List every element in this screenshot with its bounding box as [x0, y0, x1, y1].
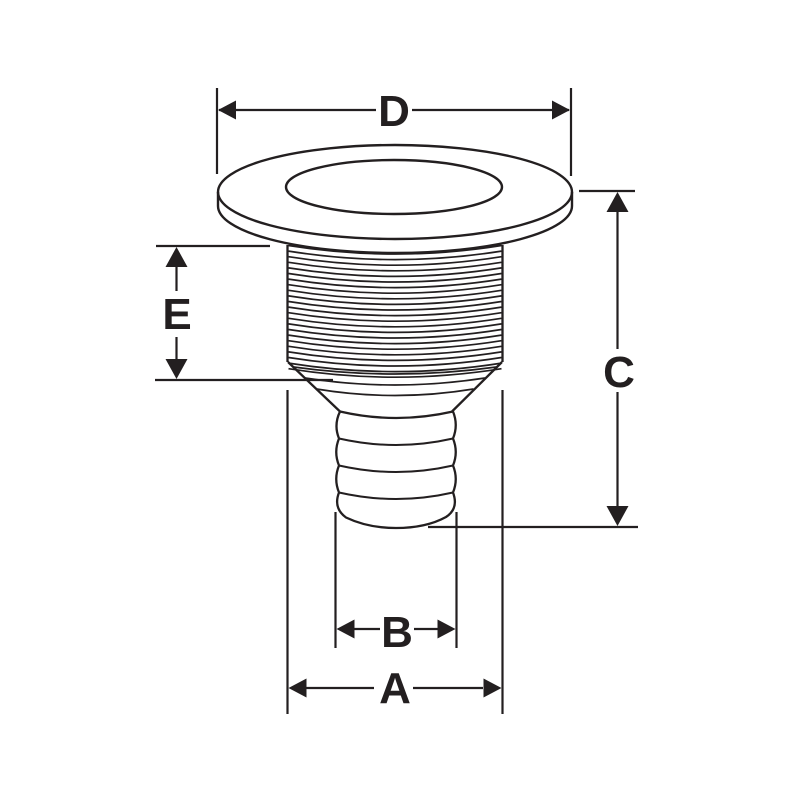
barb-rib-line: [338, 437, 454, 446]
arrowhead-right: [552, 100, 570, 120]
label-b: B: [381, 608, 413, 657]
thread-line: [288, 334, 502, 345]
arrowhead-left: [336, 619, 355, 639]
thread-line: [288, 323, 502, 334]
flange-bore-opening: [284, 158, 504, 216]
dimension-b: [334, 512, 458, 648]
thread-line: [288, 356, 502, 367]
thread-line: [288, 255, 502, 267]
thread-line: [288, 289, 502, 300]
thread-line: [288, 362, 502, 373]
thread-line: [288, 261, 502, 272]
thread-line: [288, 272, 502, 283]
taper-thread-line: [293, 366, 497, 375]
thread-line: [288, 367, 502, 379]
thread-line: [288, 339, 502, 351]
thread-line: [288, 317, 502, 328]
thread-line: [288, 328, 502, 339]
dimension-labels: D E C B A: [162, 87, 635, 713]
arrowhead-down: [606, 506, 629, 526]
flange: [216, 143, 574, 255]
label-c: C: [603, 348, 635, 397]
arrowhead-up: [606, 192, 629, 212]
hose-barb-outline: [335, 410, 457, 530]
taper-edge-right: [451, 361, 503, 413]
arrowhead-left: [218, 100, 236, 120]
thread-line: [288, 250, 502, 261]
dimension-c: [428, 189, 638, 529]
thread-line: [288, 345, 502, 356]
dimension-e: [155, 244, 333, 382]
dimension-d: [215, 88, 573, 176]
taper-edge-left: [287, 361, 341, 413]
thread-line: [288, 351, 502, 362]
thread-line: [288, 306, 502, 317]
thread-line: [288, 278, 502, 289]
arrowhead-right: [437, 619, 456, 639]
taper-section: [287, 361, 503, 413]
arrowhead-right: [483, 678, 502, 698]
arrowhead-down: [165, 359, 188, 379]
arrowhead-left: [288, 678, 307, 698]
barb-rib-line: [338, 491, 454, 500]
thread-line: [288, 267, 502, 278]
label-d: D: [378, 87, 410, 136]
label-e: E: [162, 290, 191, 339]
flange-bottom-rim: [216, 205, 574, 255]
barb-rib-line: [338, 464, 454, 473]
label-a: A: [379, 664, 411, 713]
drawing-root: D E C B A: [155, 87, 638, 714]
hose-barb: [335, 410, 457, 530]
threaded-body: [286, 244, 504, 379]
thread-line: [288, 300, 502, 311]
arrowhead-up: [165, 247, 188, 267]
thread-line: [288, 295, 502, 306]
thread-line: [288, 311, 502, 323]
dimension-a: [286, 390, 504, 714]
taper-thread-line: [316, 388, 474, 397]
thread-line: [288, 283, 502, 295]
